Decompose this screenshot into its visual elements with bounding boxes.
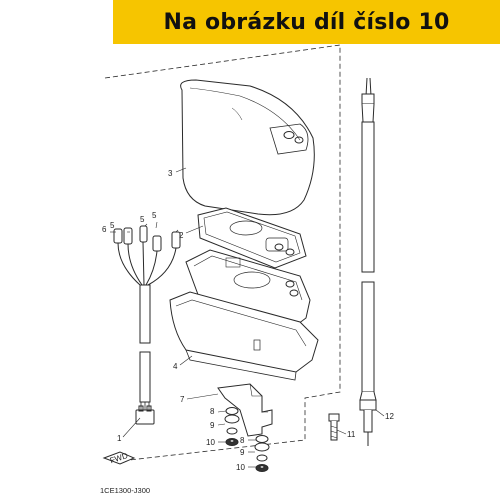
callout-5-right: 5 (152, 211, 157, 220)
callout-11: 11 (347, 430, 356, 439)
meter-assembly-part (169, 249, 319, 381)
callout-1: 1 (117, 434, 122, 443)
speedometer-cable-part (359, 77, 377, 446)
forward-arrow (102, 451, 136, 465)
callout-5-middle: 5 (140, 215, 145, 224)
leader-lines (110, 167, 385, 468)
callout-5-left: 5 (110, 221, 115, 230)
screw-part (328, 413, 340, 441)
meter-lens-part (197, 207, 307, 269)
callout-3: 3 (168, 169, 173, 178)
callout-8-left: 8 (210, 407, 215, 416)
callout-2: 2 (179, 231, 184, 240)
bulb-socket-parts (113, 225, 181, 286)
title-banner: Na obrázku díl číslo 10 (113, 0, 500, 44)
meter-cover-part (180, 79, 315, 216)
callout-8-right: 8 (240, 436, 245, 445)
banner-text: Na obrázku díl číslo 10 (163, 9, 450, 35)
callout-9-left: 9 (210, 421, 215, 430)
wire-harness-part (135, 284, 155, 425)
meter-bracket-part (217, 383, 273, 437)
callout-9-right: 9 (240, 448, 245, 457)
callout-10-right: 10 (236, 463, 245, 472)
callout-12: 12 (385, 412, 394, 421)
drawing-code: 1CE1300-J300 (100, 486, 150, 495)
callout-10-left: 10 (206, 438, 215, 447)
callout-6: 6 (102, 225, 107, 234)
assembly-boundary (104, 44, 341, 463)
callout-7: 7 (180, 395, 185, 404)
callout-4: 4 (173, 362, 178, 371)
